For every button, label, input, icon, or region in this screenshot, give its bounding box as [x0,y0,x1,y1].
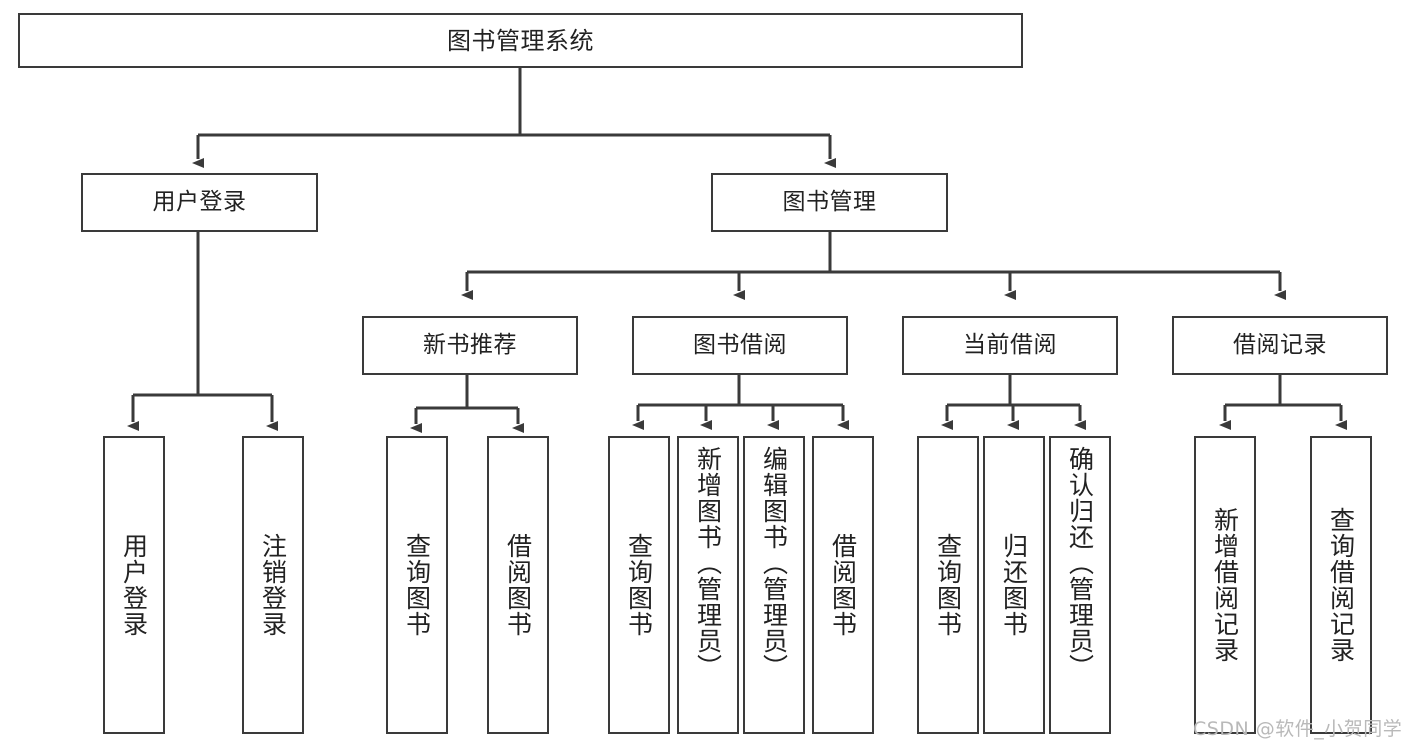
leaf-borrow-book-2-label: 借阅图书 [828,533,858,637]
node-current-borrow[interactable]: 当前借阅 [902,316,1118,375]
leaf-confirm-return[interactable]: 确认归还（管理员） [1049,436,1111,734]
leaf-return-book[interactable]: 归还图书 [983,436,1045,734]
leaf-query-book-2-label: 查询图书 [624,533,654,637]
leaf-user-login[interactable]: 用户登录 [103,436,165,734]
node-book-borrow[interactable]: 图书借阅 [632,316,848,375]
node-root[interactable]: 图书管理系统 [18,13,1023,68]
node-root-label: 图书管理系统 [447,26,594,55]
leaf-edit-book[interactable]: 编辑图书（管理员） [743,436,805,734]
leaf-borrow-book-1[interactable]: 借阅图书 [487,436,549,734]
leaf-add-record[interactable]: 新增借阅记录 [1194,436,1256,734]
node-book-manage[interactable]: 图书管理 [711,173,948,232]
node-borrow-record-label: 借阅记录 [1233,332,1327,358]
leaf-query-book-1[interactable]: 查询图书 [386,436,448,734]
leaf-query-book-1-label: 查询图书 [402,533,432,637]
node-user-login-label: 用户登录 [152,189,247,215]
leaf-query-record[interactable]: 查询借阅记录 [1310,436,1372,734]
leaf-query-book-3[interactable]: 查询图书 [917,436,979,734]
node-borrow-record[interactable]: 借阅记录 [1172,316,1388,375]
leaf-query-record-label: 查询借阅记录 [1326,507,1356,663]
leaf-query-book-3-label: 查询图书 [933,533,963,637]
leaf-add-record-label: 新增借阅记录 [1210,507,1240,663]
node-book-borrow-label: 图书借阅 [693,332,787,358]
leaf-return-book-label: 归还图书 [999,533,1029,637]
leaf-borrow-book-2[interactable]: 借阅图书 [812,436,874,734]
node-new-book-recommend-label: 新书推荐 [423,332,517,358]
node-current-borrow-label: 当前借阅 [963,332,1057,358]
leaf-borrow-book-1-label: 借阅图书 [503,533,533,637]
leaf-edit-book-label: 编辑图书（管理员） [759,446,789,680]
leaf-logout-login-label: 注销登录 [258,533,288,637]
leaf-add-book[interactable]: 新增图书（管理员） [677,436,739,734]
node-book-manage-label: 图书管理 [782,189,877,215]
leaf-user-login-label: 用户登录 [119,533,149,637]
leaf-logout-login[interactable]: 注销登录 [242,436,304,734]
csdn-watermark: CSDN @软件_小贺同学 [1193,718,1403,740]
node-new-book-recommend[interactable]: 新书推荐 [362,316,578,375]
leaf-confirm-return-label: 确认归还（管理员） [1065,446,1095,680]
leaf-add-book-label: 新增图书（管理员） [693,446,723,680]
node-user-login[interactable]: 用户登录 [81,173,318,232]
leaf-query-book-2[interactable]: 查询图书 [608,436,670,734]
